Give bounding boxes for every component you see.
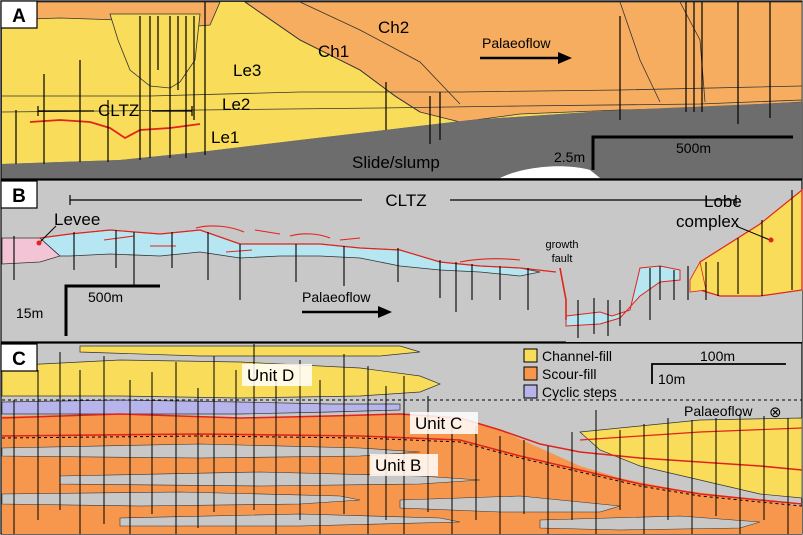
- right-channel-wall: [619, 1, 661, 103]
- legend-swatch-scour-fill: [523, 366, 538, 381]
- label-ch2: Ch2: [378, 18, 409, 37]
- panel-b-red-dashes: [103, 225, 521, 263]
- unit-b-label-bg: [370, 454, 438, 476]
- growth-fault-label-line1: growth: [545, 239, 578, 251]
- unit-d-top-lens: [79, 345, 421, 357]
- unit-b-label: Unit B: [375, 456, 421, 475]
- unit-d-fill: [1, 359, 441, 399]
- unit-d-label: Unit D: [247, 366, 294, 385]
- unit-d-label-bg: [242, 364, 312, 386]
- label-ch1: Ch1: [318, 42, 349, 61]
- label-le2: Le2: [222, 95, 250, 114]
- lobe-leader-dot: [768, 237, 774, 243]
- panel-b-hscale: 500m: [88, 289, 123, 305]
- unit-b-gray-lenses: [1, 443, 761, 531]
- panel-c: Channel-fill Scour-fill Cyclic steps 100…: [0, 342, 803, 535]
- panel-c-letter-box: [0, 343, 38, 372]
- panel-b-logs: [13, 190, 793, 338]
- panel-b-palaeoflow-label: Palaeoflow: [302, 289, 371, 305]
- panel-c-palaeoflow-label: Palaeoflow: [684, 403, 753, 419]
- panel-b-letter-box: [0, 180, 38, 209]
- panel-a-hscale: 500m: [676, 140, 711, 156]
- label-le1: Le1: [211, 128, 239, 147]
- legend-label-scour-fill: Scour-fill: [542, 366, 596, 382]
- slide-white-lens: [500, 166, 600, 178]
- panel-b-scale-bar: [64, 284, 160, 336]
- growth-fault-label-line2: fault: [552, 253, 573, 265]
- ch1-boundary: [244, 1, 421, 113]
- levee-pink: [1, 237, 61, 265]
- palaeoflow-into-page-icon: ⊗: [769, 404, 782, 421]
- le1-le2-boundary: [1, 99, 803, 113]
- lobe-gray-base: [566, 190, 802, 342]
- panel-c-hscale: 100m: [700, 348, 735, 364]
- right-channel-wall-2: [679, 1, 706, 103]
- panel-b-letter: B: [12, 186, 26, 207]
- panel-b-vscale: 15m: [16, 305, 43, 321]
- panel-c-logs: [13, 344, 789, 534]
- panel-a-vscale: 2.5m: [554, 149, 585, 165]
- panel-b-red-top: [39, 229, 557, 273]
- panel-a-cltz-bracket: [37, 106, 193, 116]
- unit-b-red-line: [1, 433, 803, 505]
- unit-c-label-bg: [410, 412, 478, 434]
- panel-c-letter: C: [12, 349, 26, 370]
- lower-dashed-line: [1, 435, 803, 507]
- lobe-leader: [735, 225, 771, 241]
- le2-le3-boundary: [2, 85, 803, 97]
- panel-b-cltz-label: CLTZ: [385, 191, 426, 210]
- levee-label: Levee: [54, 210, 100, 229]
- panel-a-letter-box: [0, 0, 38, 29]
- panel-a-flow-arrowhead: [558, 52, 572, 64]
- panel-b-flow-arrowhead: [378, 306, 392, 318]
- slide-slump: [2, 102, 802, 178]
- levee-leader-dot: [36, 240, 42, 246]
- slide-slump-label: Slide/slump: [352, 153, 440, 172]
- unit-c-red-right: [579, 427, 803, 441]
- panel-c-scale-bar: [651, 363, 786, 384]
- unit-c-red-line: [1, 413, 803, 471]
- cltz-red-line: [29, 119, 201, 140]
- panel-b: CLTZ Levee Lobe complex growth fault 500…: [0, 179, 803, 343]
- panel-a-scale-bar: [591, 135, 793, 170]
- panel-a: Ch2 Ch1 Le3 Le2 Le1 CLTZ Palaeoflow Slid…: [0, 0, 803, 180]
- panel-c-legend: Channel-fill Scour-fill Cyclic steps: [523, 348, 617, 400]
- panel-a-palaeoflow-label: Palaeoflow: [482, 35, 551, 51]
- lobe-label-line2: complex: [676, 212, 740, 231]
- panel-a-cltz-label: CLTZ: [98, 101, 139, 120]
- growth-fault-line: [559, 267, 567, 320]
- legend-label-cyclic-steps: Cyclic steps: [542, 384, 617, 400]
- ch2-boundary: [299, 1, 461, 105]
- unit-c-label: Unit C: [415, 414, 462, 433]
- levee-leader: [39, 225, 57, 243]
- legend-swatch-channel-fill: [523, 348, 538, 363]
- lobe-cyan-lens: [565, 265, 681, 327]
- panel-a-logs: [15, 2, 771, 164]
- lobe-label-line1: Lobe: [704, 192, 742, 211]
- panel-a-letter: A: [12, 6, 26, 27]
- legend-label-channel-fill: Channel-fill: [542, 348, 612, 364]
- panel-c-vscale: 10m: [658, 371, 685, 387]
- lobe-complex-fill: [699, 188, 803, 297]
- panel-b-cltz-bracket: [69, 195, 737, 205]
- legend-swatch-cyclic-steps: [523, 384, 538, 399]
- label-le3: Le3: [233, 61, 261, 80]
